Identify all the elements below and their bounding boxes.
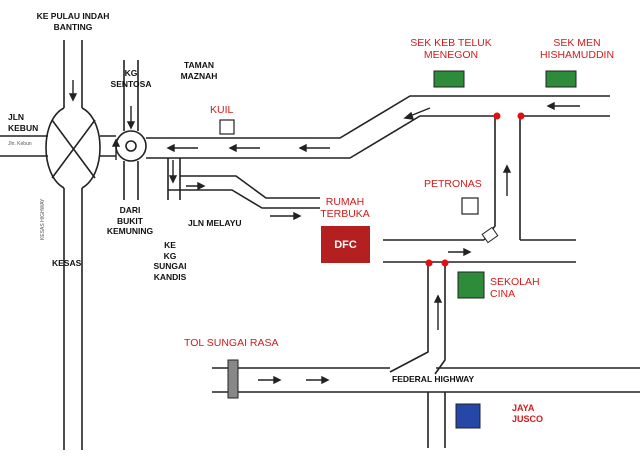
roundabout-north-arm <box>123 60 139 131</box>
label-sek-men-hishamuddin: SEK MEN HISHAMUDDIN <box>539 37 615 61</box>
traffic-light-icon <box>441 259 449 267</box>
label-sekolah-cina: SEKOLAH CINA <box>490 276 540 300</box>
direction-arrow-icon <box>306 375 330 385</box>
direction-arrow-icon <box>68 80 78 102</box>
label-kg-sentosa: KG SENTOSA <box>110 68 152 89</box>
direction-arrow-icon <box>433 294 443 330</box>
label-jln-kebun: JLN KEBUN <box>8 112 39 133</box>
direction-arrow-icon <box>298 143 330 153</box>
direction-arrow-icon <box>228 143 260 153</box>
roundabout-outer <box>115 130 147 162</box>
road-main-bottom-edge <box>146 115 610 159</box>
school-building-icon <box>433 70 465 88</box>
label-ke-pulau-indah: KE PULAU INDAH BANTING <box>36 11 110 32</box>
petrol-pump-icon <box>481 226 499 244</box>
direction-arrow-icon <box>502 164 512 196</box>
road-jln-melayu-lower <box>179 158 320 199</box>
jln-kebun-road-tag: Jln. Kebun <box>8 141 32 147</box>
interchange-loop <box>45 107 101 189</box>
mall-icon <box>455 403 481 429</box>
label-petronas: PETRONAS <box>424 178 482 190</box>
label-rumah-terbuka: RUMAH TERBUKA <box>320 196 370 220</box>
petrol-station-icon <box>461 197 479 215</box>
direction-arrow-icon <box>111 138 121 160</box>
label-ke-kg-sungai-kandis: KE KG SUNGAI KANDIS <box>153 240 187 282</box>
direction-arrow-icon <box>546 101 580 111</box>
kesas-road-tag: KESAS HIGHWAY <box>40 198 46 240</box>
dfc-venue-marker: DFC <box>321 226 370 263</box>
road-federal-link-right <box>434 262 446 375</box>
traffic-light-icon <box>493 112 501 120</box>
road-jln-melayu-upper <box>167 158 320 209</box>
label-kesas: KESAS <box>52 258 82 268</box>
traffic-light-icon <box>517 112 525 120</box>
direction-arrow-icon <box>448 247 472 257</box>
label-jln-melayu: JLN MELAYU <box>188 218 242 228</box>
label-jaya-jusco: JAYA JUSCO <box>512 403 544 424</box>
label-sek-keb-teluk-menegon: SEK KEB TELUK MENEGON <box>410 37 492 61</box>
toll-plaza-icon <box>227 359 239 399</box>
direction-arrow-icon <box>166 143 198 153</box>
label-taman-maznah: TAMAN MAZNAH <box>180 60 218 81</box>
direction-arrow-icon <box>403 107 431 120</box>
traffic-light-icon <box>425 259 433 267</box>
school-building-icon <box>545 70 577 88</box>
direction-arrow-icon <box>186 181 206 191</box>
roundabout-inner <box>125 140 137 152</box>
direction-arrow-icon <box>270 211 302 221</box>
interchange-diagonal-b <box>51 119 96 179</box>
school-building-icon <box>457 271 485 299</box>
direction-arrow-icon <box>168 160 178 184</box>
roundabout-south-arm <box>123 161 139 200</box>
direction-arrow-icon <box>258 375 282 385</box>
label-federal-highway: FEDERAL HIGHWAY <box>392 374 475 384</box>
label-dari-bukit-kemuning: DARI BUKIT KEMUNING <box>106 205 154 236</box>
temple-icon <box>219 119 235 135</box>
label-tol-sungai-rasa: TOL SUNGAI RASA <box>184 337 279 349</box>
label-kuil: KUIL <box>210 104 234 116</box>
road-sungai-kandis <box>167 176 181 200</box>
direction-arrow-icon <box>126 106 136 130</box>
road-federal-link-left <box>389 262 429 373</box>
road-main-top-edge <box>146 95 610 139</box>
